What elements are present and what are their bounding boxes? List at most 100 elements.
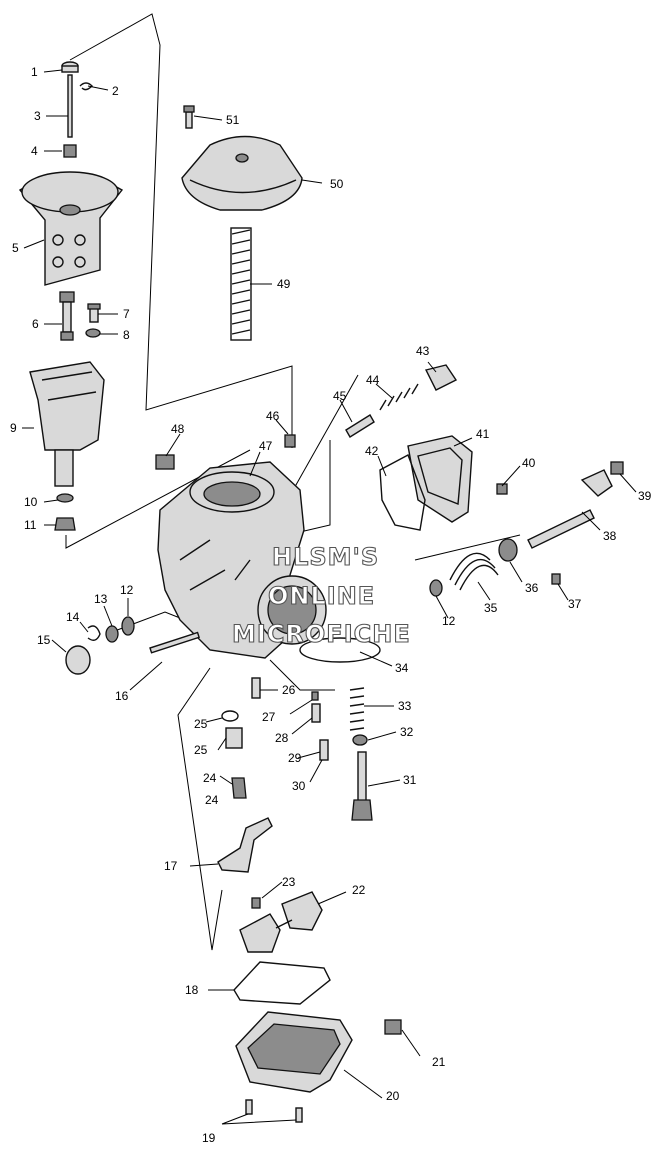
callout-31: 31: [403, 773, 417, 787]
callout-12-left: 12: [120, 583, 134, 597]
callout-25: 25: [194, 743, 208, 757]
callout-29: 29: [288, 751, 302, 765]
part-51-screw: [183, 105, 195, 129]
callout-18: 18: [185, 983, 199, 997]
part-21-drain-plug: [384, 1019, 402, 1035]
callout-32: 32: [400, 725, 414, 739]
callout-26: 26: [282, 683, 296, 697]
callout-labels: 1 2 3 4 5 6 7 8 9 10 11 12 13 14 15 16 1…: [10, 65, 652, 1145]
assembly-guide-lines: [65, 13, 521, 951]
part-28-jet: [311, 703, 321, 723]
callout-25-small: 25: [194, 717, 208, 731]
callout-38: 38: [603, 529, 617, 543]
part-17-bracket: [217, 817, 273, 873]
callout-21: 21: [432, 1055, 446, 1069]
part-42-gasket: [379, 454, 426, 531]
callout-34: 34: [395, 661, 409, 675]
part-16-pin: [149, 631, 200, 654]
watermark-line-3: MICROFICHE: [232, 620, 411, 648]
callout-43: 43: [416, 344, 430, 358]
callout-3: 3: [34, 109, 41, 123]
watermark-line-1: HLSM'S: [272, 543, 379, 571]
callout-13: 13: [94, 592, 108, 606]
part-44-spring: [379, 383, 419, 411]
callout-5: 5: [12, 241, 19, 255]
part-37-screw: [551, 573, 561, 585]
callout-33: 33: [398, 699, 412, 713]
part-31-adjust-screw: [351, 751, 373, 821]
part-35-spring: [449, 552, 499, 591]
part-32-o-ring: [352, 734, 368, 746]
part-11-nut: [54, 517, 76, 531]
part-6-bolt: [59, 291, 75, 341]
part-27-pin: [311, 691, 319, 701]
callout-50: 50: [330, 177, 344, 191]
part-41-cover: [407, 435, 473, 523]
callout-7: 7: [123, 307, 130, 321]
callout-9: 9: [10, 421, 17, 435]
callout-6: 6: [32, 317, 39, 331]
callout-40: 40: [522, 456, 536, 470]
part-8-washer: [85, 328, 101, 338]
part-19-screws: [245, 1099, 303, 1123]
part-4-spacer: [63, 144, 77, 158]
callout-23: 23: [282, 875, 296, 889]
part-12b-washer: [429, 579, 443, 597]
callout-47: 47: [259, 439, 273, 453]
part-26-jet: [251, 677, 261, 699]
callout-24: 24: [205, 793, 219, 807]
callout-22: 22: [352, 883, 366, 897]
part-24-clip: [231, 777, 247, 799]
callout-44: 44: [366, 373, 380, 387]
part-43-fitting: [424, 364, 458, 391]
callout-35: 35: [484, 601, 498, 615]
callout-4: 4: [31, 144, 38, 158]
callout-41: 41: [476, 427, 490, 441]
part-49-spring: [230, 227, 252, 341]
part-25-needle-jet: [225, 727, 243, 749]
part-38-throttle-shaft: [527, 469, 613, 549]
part-48-fitting: [155, 454, 175, 470]
part-13-washer: [105, 625, 119, 643]
part-2-clip: [79, 82, 93, 91]
callout-14: 14: [66, 610, 80, 624]
callout-36: 36: [525, 581, 539, 595]
part-40-screw: [496, 483, 508, 495]
carburetor-body: [157, 461, 327, 659]
callout-51: 51: [226, 113, 240, 127]
part-50-top-cover: [181, 135, 303, 211]
callout-42: 42: [365, 444, 379, 458]
part-33-spring: [349, 687, 365, 731]
part-15-cap: [65, 645, 91, 675]
callout-1: 1: [31, 65, 38, 79]
watermark: HLSM'S ONLINE MICROFICHE: [231, 542, 411, 648]
callout-24-small: 24: [203, 771, 217, 785]
part-45-plunger: [345, 414, 375, 438]
part-29-jet: [319, 739, 329, 761]
callout-27: 27: [262, 710, 276, 724]
callout-45: 45: [333, 389, 347, 403]
part-20-float-bowl: [235, 1011, 353, 1093]
part-34-gasket: [299, 637, 381, 663]
callout-46: 46: [266, 409, 280, 423]
callout-15: 15: [37, 633, 51, 647]
callout-28: 28: [275, 731, 289, 745]
callout-19: 19: [202, 1131, 216, 1145]
callout-12-right: 12: [442, 614, 456, 628]
part-7-screw: [87, 303, 101, 323]
callout-37: 37: [568, 597, 582, 611]
part-46-plug: [284, 434, 296, 448]
part-12a-seal: [121, 616, 135, 636]
part-25-o-ring: [221, 710, 239, 722]
part-36-bushing: [498, 538, 518, 562]
part-22-float: [239, 891, 323, 953]
callout-49: 49: [277, 277, 291, 291]
part-18-gasket: [233, 961, 331, 1005]
part-23-pin: [251, 897, 261, 909]
leader-lines: [22, 69, 637, 1125]
callout-48: 48: [171, 422, 185, 436]
part-10-washer: [56, 493, 74, 503]
callout-2: 2: [112, 84, 119, 98]
callout-17: 17: [164, 859, 178, 873]
